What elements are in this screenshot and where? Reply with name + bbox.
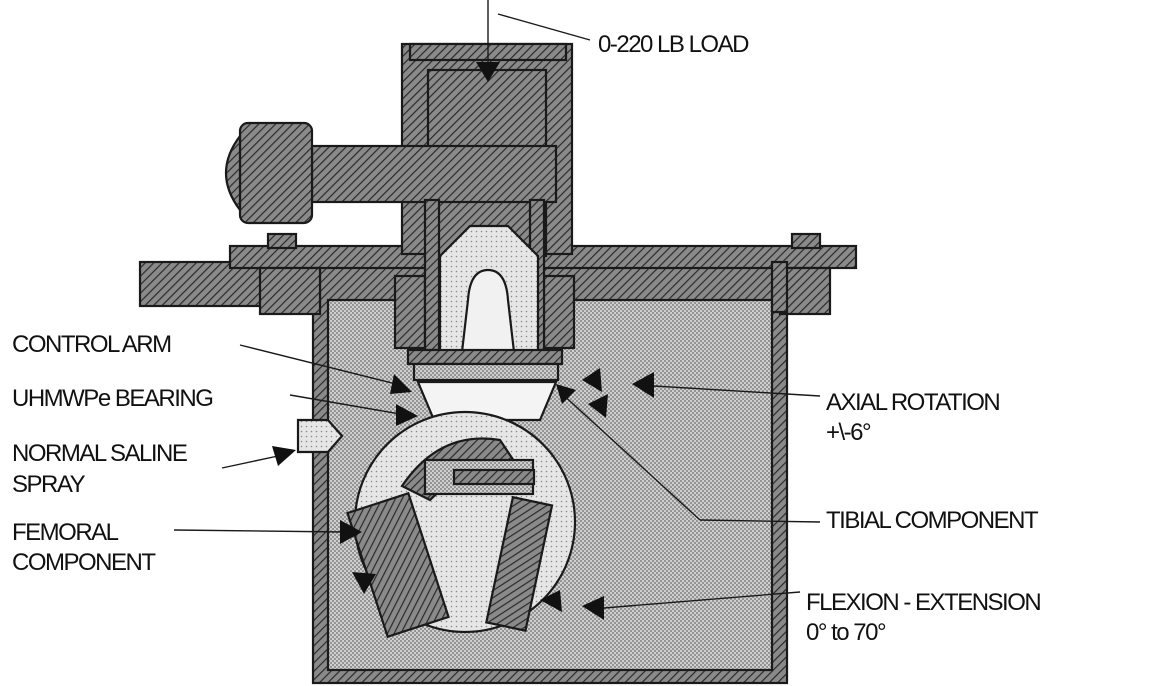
bolt-right bbox=[790, 232, 822, 250]
bolt-left bbox=[266, 232, 298, 250]
label-flexion-line2: 0° to 70° bbox=[806, 619, 886, 646]
axial-rotation-arrow-1 bbox=[582, 368, 602, 392]
load-leader bbox=[497, 13, 591, 41]
uhmwpe-bearing bbox=[416, 380, 558, 422]
actuator-arm bbox=[310, 144, 558, 204]
saline-spray-nozzle bbox=[296, 418, 344, 454]
saline-arrow bbox=[272, 446, 296, 466]
flexion-arrow-right-2 bbox=[582, 596, 604, 620]
axial-rotation-leader bbox=[653, 385, 821, 397]
sleeve-left bbox=[393, 274, 427, 350]
label-femoral-line1: FEMORAL bbox=[12, 519, 119, 546]
flexion-arrow-right-1 bbox=[540, 590, 562, 612]
saline-leader bbox=[221, 455, 279, 469]
control-arm-plate bbox=[406, 348, 564, 366]
label-tibial: TIBIAL COMPONENT bbox=[826, 507, 1039, 534]
label-axial-line1: AXIAL ROTATION bbox=[826, 389, 999, 416]
bearing-leader bbox=[289, 394, 401, 415]
axial-rotation-arrow-3 bbox=[632, 372, 654, 398]
femoral-stem-right bbox=[484, 495, 554, 632]
axial-rotation-arrow-2 bbox=[588, 394, 608, 418]
actuator-knob bbox=[238, 121, 314, 225]
label-saline-line1: NORMAL SALINE bbox=[12, 440, 187, 467]
tibial-arrow bbox=[556, 384, 576, 404]
flexion-arrow-left bbox=[352, 572, 376, 594]
apparatus-drawing bbox=[138, 42, 858, 685]
sleeve-inner-left bbox=[423, 198, 441, 352]
sleeve-right bbox=[542, 274, 576, 350]
bearing-arrow bbox=[396, 404, 418, 426]
tank-right-column bbox=[770, 260, 789, 314]
actuator-knob-cap bbox=[224, 132, 242, 214]
flange-left-lip bbox=[258, 266, 322, 316]
tibial-leader-2 bbox=[699, 519, 821, 523]
control-arm-leader bbox=[239, 344, 397, 385]
label-bearing: UHMWPe BEARING bbox=[12, 385, 212, 412]
label-axial-line2: +\-6° bbox=[826, 419, 871, 446]
femoral-arrow bbox=[340, 520, 362, 544]
tibial-baseplate bbox=[412, 362, 560, 382]
label-femoral-line2: COMPONENT bbox=[12, 549, 156, 576]
femoral-leader bbox=[173, 529, 345, 533]
tibial-leader bbox=[559, 391, 701, 521]
flange-right-lip bbox=[778, 266, 832, 316]
load-arrow bbox=[476, 62, 500, 82]
flexion-leader bbox=[603, 591, 801, 609]
labels: 0-220 LB LOAD CONTROL ARM UHMWPe BEARING… bbox=[12, 31, 1042, 646]
label-load: 0-220 LB LOAD bbox=[598, 31, 749, 58]
annotations bbox=[173, 0, 821, 620]
label-flexion-line1: FLEXION - EXTENSION bbox=[806, 589, 1040, 616]
label-control-arm: CONTROL ARM bbox=[12, 331, 171, 358]
control-arm-bore bbox=[460, 268, 516, 354]
control-arm-arrow bbox=[390, 374, 412, 394]
femoral-insert bbox=[452, 468, 536, 486]
label-saline-line2: SPRAY bbox=[12, 471, 86, 498]
